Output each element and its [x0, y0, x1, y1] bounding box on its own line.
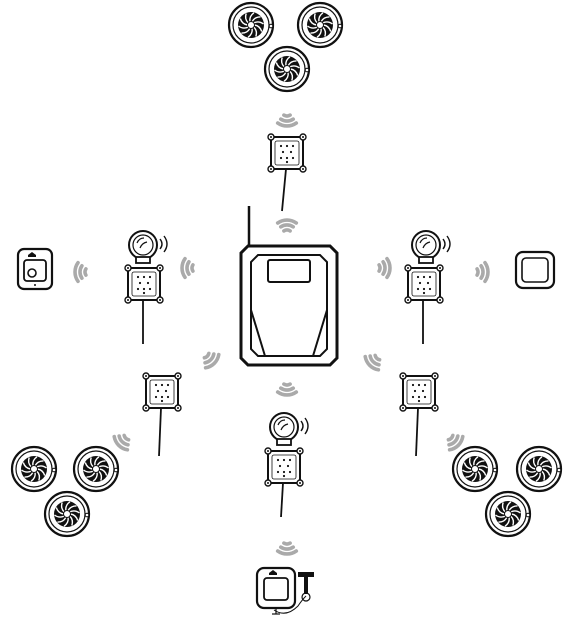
smoke-detector-icon [263, 45, 311, 93]
smoke-detector-icon [296, 1, 344, 49]
wireless-module-icon [404, 264, 444, 344]
radio-signal-icon [377, 256, 392, 280]
radio-signal-icon [202, 351, 221, 370]
smoke-detector-icon [72, 445, 120, 493]
sounder-icon [411, 230, 451, 264]
hammer-icon [273, 572, 314, 614]
smoke-detector-icon [451, 445, 499, 493]
radio-signal-icon [275, 382, 299, 397]
radio-signal-icon [275, 113, 299, 128]
radio-signal-icon [446, 433, 465, 452]
radio-signal-icon [275, 541, 299, 556]
radio-signal-icon [180, 256, 195, 280]
smoke-detector-icon [227, 1, 275, 49]
wireless-module-icon [142, 372, 182, 457]
smoke-detector-icon [43, 490, 91, 538]
sounder-icon [128, 230, 168, 264]
smoke-detector-icon [10, 445, 58, 493]
wall-switch-icon [514, 250, 556, 290]
smoke-detector-icon [515, 445, 563, 493]
wireless-module-icon [399, 372, 439, 457]
radio-signal-icon [475, 260, 490, 284]
radio-signal-icon [112, 433, 131, 452]
wireless-module-icon [267, 133, 307, 212]
wireless-module-icon [124, 264, 164, 344]
radio-signal-icon [275, 218, 299, 233]
control-panel-icon [239, 206, 339, 367]
manual-call-point-icon [16, 247, 54, 291]
wireless-module-icon [264, 447, 304, 518]
smoke-detector-icon [484, 490, 532, 538]
break-glass-call-point-icon [255, 566, 297, 615]
sounder-icon [269, 412, 309, 446]
radio-signal-icon [73, 260, 88, 284]
radio-signal-icon [363, 353, 382, 372]
